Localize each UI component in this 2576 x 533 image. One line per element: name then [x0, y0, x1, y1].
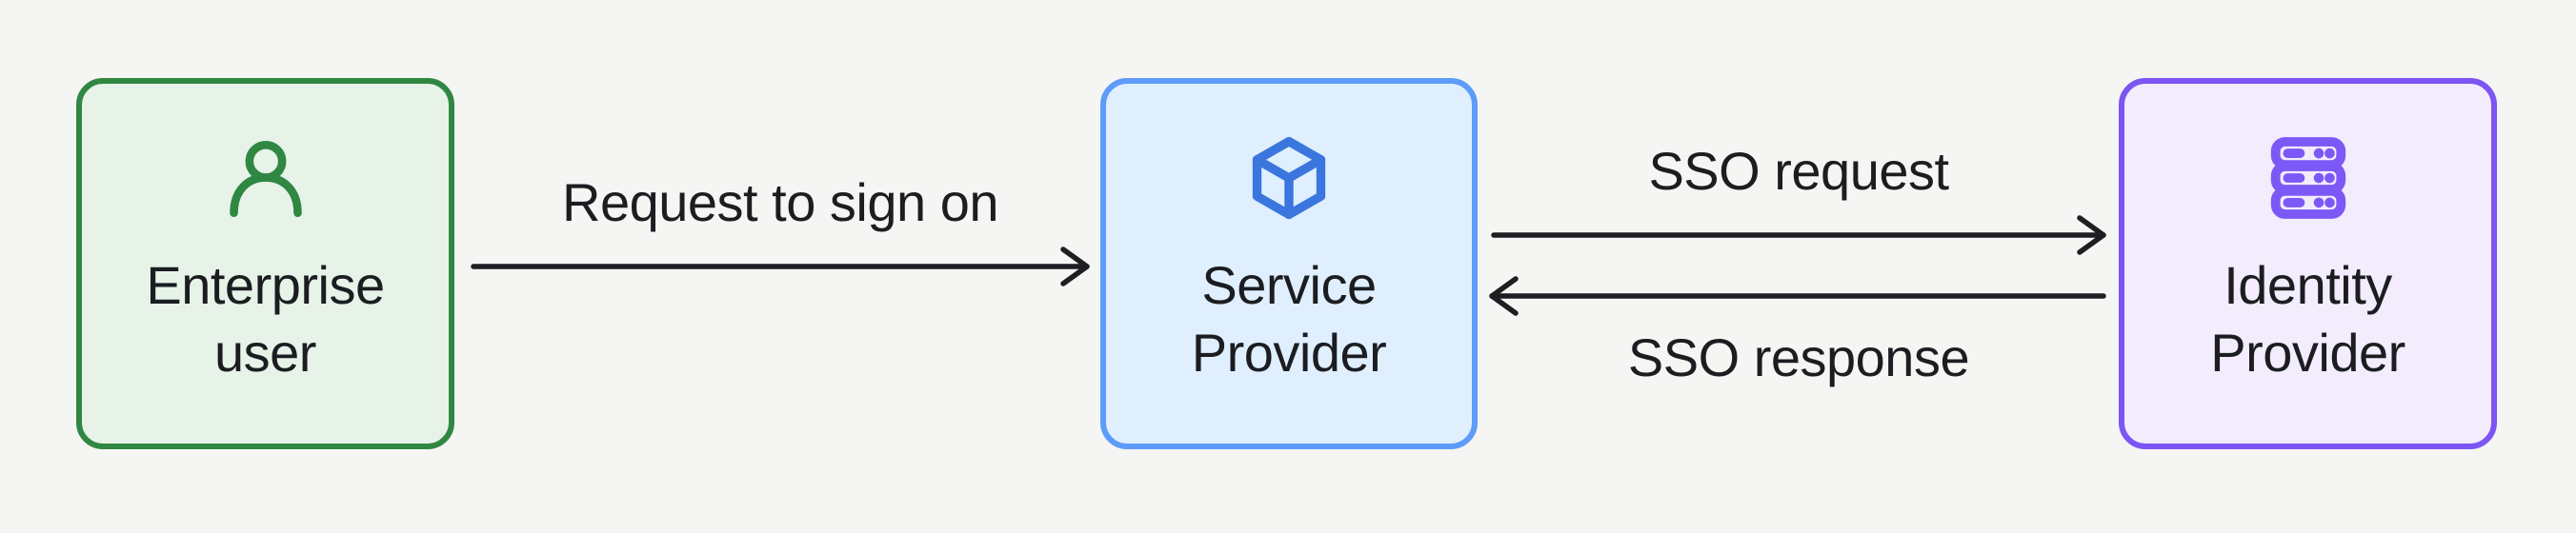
- edge-label-sso-request: SSO request: [1648, 141, 1949, 201]
- arrow-request-to-sign-on: [471, 247, 1090, 286]
- server-stack-icon: [2262, 131, 2355, 225]
- node-label-line1: Identity: [2224, 255, 2392, 315]
- node-enterprise-user: Enterprise user: [76, 78, 454, 449]
- user-icon: [219, 131, 312, 225]
- arrow-sso-response: [1489, 276, 2106, 316]
- cube-icon: [1242, 131, 1336, 225]
- node-label-line1: Enterprise: [146, 255, 385, 315]
- node-label: Enterprise user: [146, 251, 385, 386]
- node-label-line2: Provider: [2210, 323, 2405, 383]
- node-label: Identity Provider: [2210, 251, 2405, 386]
- node-label-line2: Provider: [1191, 323, 1387, 383]
- arrow-sso-request: [1491, 215, 2106, 255]
- edge-label-sso-response: SSO response: [1627, 327, 1970, 387]
- node-label-line1: Service: [1201, 255, 1377, 315]
- node-identity-provider: Identity Provider: [2119, 78, 2497, 449]
- edge-label-request-to-sign-on: Request to sign on: [562, 172, 998, 232]
- node-service-provider: Service Provider: [1100, 78, 1478, 449]
- node-label: Service Provider: [1192, 251, 1387, 386]
- node-label-line2: user: [214, 323, 316, 383]
